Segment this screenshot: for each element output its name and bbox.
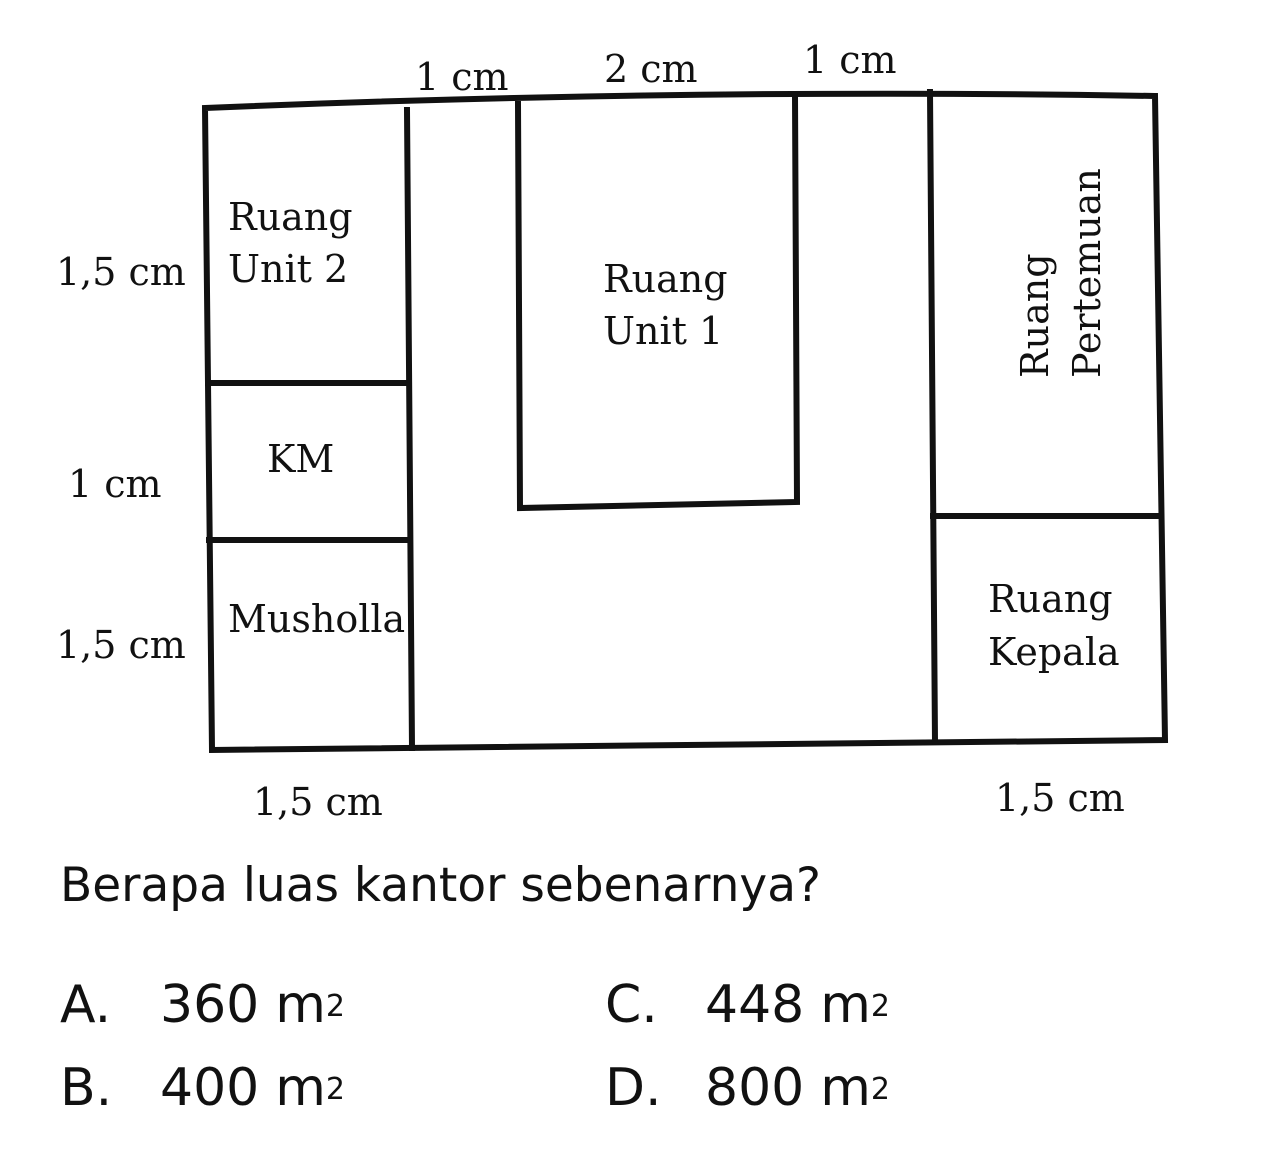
dim-top-right: 1 cm <box>803 38 897 82</box>
room-kepala-line1: Ruang <box>988 577 1113 621</box>
dim-left-top: 1,5 cm <box>56 250 186 294</box>
room-unit1-line2: Unit 1 <box>603 309 723 353</box>
floor-plan-diagram: 1 cm 2 cm 1 cm 1,5 cm 1 cm 1,5 cm 1,5 cm… <box>56 38 1169 824</box>
left-column-wall <box>403 106 416 752</box>
dim-top-left: 1 cm <box>415 55 509 99</box>
right-column-wall <box>926 88 939 746</box>
option-a-unit: m <box>275 975 326 1035</box>
option-d-value: 800 <box>705 1058 805 1118</box>
unit1-room-wall <box>514 92 801 512</box>
dim-bottom-right: 1,5 cm <box>995 776 1125 820</box>
option-c-unit: m <box>820 975 871 1035</box>
room-pertemuan-line2: Pertemuan <box>1065 168 1109 378</box>
room-pertemuan-label: Ruang Pertemuan <box>1013 168 1109 378</box>
option-c-letter: C. <box>605 975 658 1035</box>
room-pertemuan-line1: Ruang <box>1013 253 1057 378</box>
dim-top-middle: 2 cm <box>604 47 698 91</box>
option-c-value: 448 <box>705 975 805 1035</box>
question-text: Berapa luas kantor sebenarnya? <box>60 858 821 913</box>
option-b-value: 400 <box>160 1058 260 1118</box>
office-outer-wall <box>201 90 1169 754</box>
option-d-letter: D. <box>605 1058 662 1118</box>
option-a-value: 360 <box>160 975 260 1035</box>
option-a-letter: A. <box>60 975 112 1035</box>
room-unit2-line1: Ruang <box>228 195 353 239</box>
dim-left-bottom: 1,5 cm <box>56 623 186 667</box>
dim-left-middle: 1 cm <box>68 462 162 506</box>
option-d-unit: m <box>820 1058 871 1118</box>
room-musholla: Musholla <box>228 597 405 641</box>
room-unit2-line2: Unit 2 <box>228 247 348 291</box>
room-kepala-line2: Kepala <box>988 630 1120 674</box>
room-km: KM <box>267 437 334 481</box>
room-unit1-line1: Ruang <box>603 257 728 301</box>
option-b-letter: B. <box>60 1058 113 1118</box>
option-b-unit: m <box>275 1058 326 1118</box>
dim-bottom-left: 1,5 cm <box>253 780 383 824</box>
